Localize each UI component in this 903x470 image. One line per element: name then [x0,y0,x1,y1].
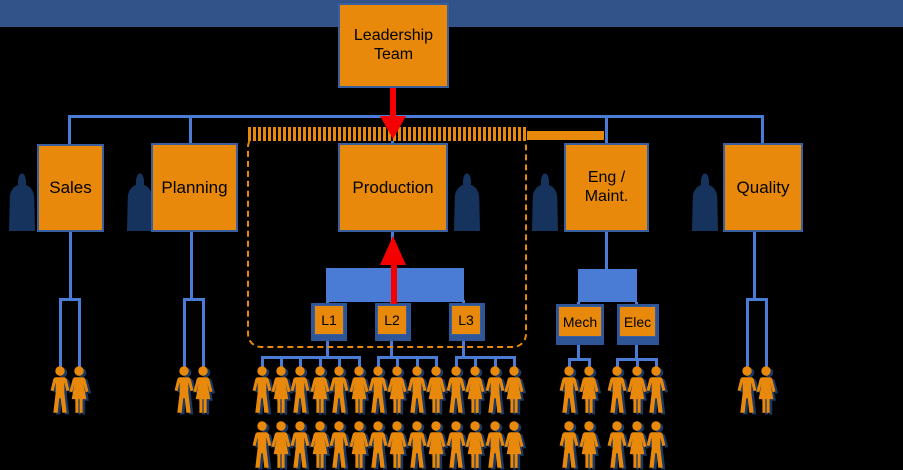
arrow-up-shaft [390,263,397,304]
node-planning-label: Planning [161,177,228,197]
node-l2-label: L2 [384,312,400,328]
team-bracket-segment [318,356,322,367]
team-bracket-segment [260,356,264,367]
person-icon-female [504,421,527,470]
node-production: Production [338,143,448,232]
person-icon-female [579,366,601,415]
node-eng-maint: Eng / Maint. [564,143,649,232]
team-bracket-segment [474,356,478,367]
team-bracket-segment [745,298,768,301]
team-bracket-segment [58,298,62,367]
person-silhouette-icon [692,173,718,231]
connector-drop-sales [68,115,71,145]
arrow-leadership-shaft [390,88,396,117]
team-bracket-segment [189,232,193,301]
node-planning: Planning [151,143,238,232]
arrow-up-head-icon [380,236,406,265]
team-bracket-segment [415,356,419,367]
node-l1: L1 [314,305,344,335]
node-quality: Quality [723,143,803,232]
team-bracket-segment [77,298,81,367]
person-icon-male [646,366,668,415]
person-silhouette-icon [532,173,558,231]
team-bracket-segment [377,356,380,367]
team-bracket-segment [201,298,205,367]
top-banner [0,0,903,27]
person-silhouette-icon [127,173,153,231]
node-elec: Elec [619,306,656,337]
eng-leads-bar [578,269,637,302]
team-bracket-segment [68,232,72,301]
hatch-extension-to-eng [527,131,604,140]
node-l1-label: L1 [321,312,337,328]
node-l3: L3 [451,305,481,335]
node-quality-label: Quality [736,177,790,197]
team-bracket-segment [338,356,342,367]
team-bracket-segment [357,356,361,367]
node-leadership-label: Leadership Team [353,27,434,63]
person-icon-female [69,366,91,415]
connector-main-horizontal [68,115,764,118]
node-eng-maint-label: Eng / Maint. [584,169,629,205]
team-bracket-segment [182,298,186,367]
node-production-label: Production [352,177,434,197]
team-bracket-segment [635,358,639,367]
connector-drop-eng [605,115,608,144]
arrow-leadership-head-icon [380,116,406,139]
team-bracket-segment [396,356,400,367]
node-sales-label: Sales [49,178,92,198]
team-bracket-segment [567,358,571,367]
team-bracket-segment [299,356,303,367]
node-elec-label: Elec [623,313,652,330]
node-mech: Mech [558,306,602,337]
team-bracket-segment [279,356,283,367]
node-l2: L2 [377,305,407,335]
team-bracket-segment [260,356,361,359]
team-bracket-segment [513,356,516,367]
person-icon-male [646,421,668,470]
team-bracket-segment [567,358,591,361]
team-bracket-segment [765,298,768,367]
person-icon-female [193,366,215,415]
person-icon-female [756,366,779,415]
connector-drop-quality [761,115,764,144]
team-bracket-segment [435,356,439,367]
connector-drop-planning [189,115,192,144]
node-l3-label: L3 [458,312,474,328]
team-bracket-segment [745,298,749,367]
team-bracket-segment [752,232,756,301]
connector-eng-to-bar [605,232,608,270]
team-bracket-segment [493,356,497,367]
person-silhouette-icon [9,173,35,231]
person-icon-female [579,421,601,470]
team-bracket-segment [182,298,205,301]
team-bracket-segment [377,356,439,359]
node-leadership: Leadership Team [338,3,449,88]
team-bracket-segment [616,358,619,367]
team-bracket-segment [58,298,81,301]
node-mech-label: Mech [562,313,598,330]
team-bracket-segment [454,356,458,367]
team-bracket-segment [655,358,658,367]
team-bracket-segment [454,356,516,359]
node-sales: Sales [37,144,104,232]
person-icon-female [504,366,527,415]
team-bracket-segment [587,358,591,367]
person-silhouette-icon [454,173,480,231]
